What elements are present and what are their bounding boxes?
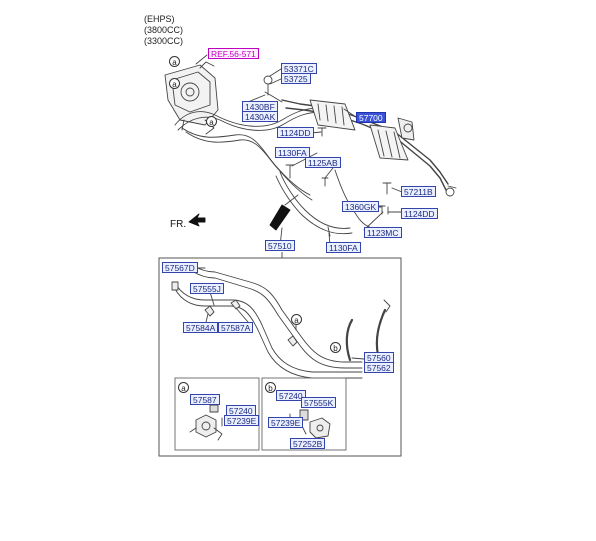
callout-b-detail: b	[330, 342, 341, 353]
part-57555k[interactable]: 57555K	[301, 397, 337, 408]
part-57239e-b[interactable]: 57239E	[268, 417, 304, 428]
part-57510[interactable]: 57510	[265, 240, 295, 251]
subview-a-marker: a	[178, 382, 189, 393]
engine-variant-line-3: (3300CC)	[144, 36, 184, 46]
callout-a-pump: a	[169, 56, 180, 67]
part-1124dd-right[interactable]: 1124DD	[401, 208, 438, 219]
part-1124dd-top[interactable]: 1124DD	[277, 127, 314, 138]
part-57584a[interactable]: 57584A	[183, 322, 219, 333]
part-1123mc[interactable]: 1123MC	[364, 227, 402, 238]
callout-a-pump-lower: a	[169, 78, 180, 89]
subview-b-marker: b	[265, 382, 276, 393]
part-57555j[interactable]: 57555J	[190, 283, 224, 294]
part-1430ak[interactable]: 1430AK	[242, 111, 279, 122]
callout-a-hose: a	[206, 116, 217, 127]
part-57240-b[interactable]: 57240	[276, 390, 306, 401]
part-1130fa-top[interactable]: 1130FA	[275, 147, 310, 158]
engine-variant-line-1: (EHPS)	[144, 14, 175, 24]
part-53725[interactable]: 53725	[281, 73, 311, 84]
part-57252b[interactable]: 57252B	[290, 438, 326, 449]
part-57239e-a[interactable]: 57239E	[224, 415, 260, 426]
callout-a-detail: a	[291, 314, 302, 325]
engine-variant-line-2: (3800CC)	[144, 25, 184, 35]
ref-link-56-571[interactable]: REF.56-571	[208, 48, 259, 59]
part-57587[interactable]: 57587	[190, 394, 220, 405]
part-57587a[interactable]: 57587A	[218, 322, 254, 333]
part-57567d[interactable]: 57567D	[162, 262, 198, 273]
part-57562[interactable]: 57562	[364, 362, 394, 373]
part-57211b[interactable]: 57211B	[401, 186, 436, 197]
part-57700-highlighted[interactable]: 57700	[356, 112, 386, 123]
part-1125ab[interactable]: 1125AB	[305, 157, 341, 168]
part-1360gk[interactable]: 1360GK	[342, 201, 380, 212]
front-direction-label: FR.	[170, 219, 187, 230]
part-1130fa-bottom[interactable]: 1130FA	[326, 242, 361, 253]
